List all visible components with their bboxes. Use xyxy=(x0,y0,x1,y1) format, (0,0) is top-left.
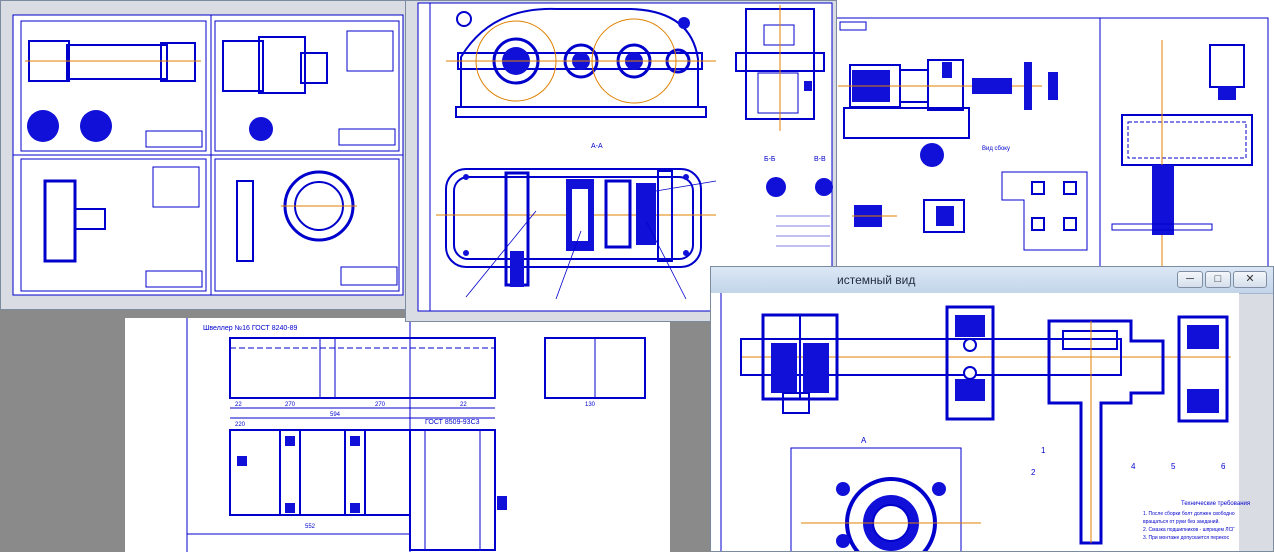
maximize-icon: □ xyxy=(1214,273,1222,285)
dim-label: 130 xyxy=(585,402,596,408)
sheets-overview-window[interactable] xyxy=(0,0,412,310)
tech-req-line: вращаться от руки без заеданий. xyxy=(1143,518,1220,525)
part-label: 6 xyxy=(1221,462,1226,471)
part-label: 1 xyxy=(1041,446,1046,455)
shaft-drawing-window[interactable]: истемный вид ─ □ ✕ 1 2 4 xyxy=(710,266,1274,552)
sheet-4[interactable] xyxy=(214,158,400,292)
shaft-drawing-canvas: 1 2 4 5 6 А Технические требования 1. По… xyxy=(711,293,1250,551)
part-label: 4 xyxy=(1131,462,1136,471)
sheet-2[interactable] xyxy=(214,20,400,152)
minimize-button[interactable]: ─ xyxy=(1177,271,1203,288)
sheet-1[interactable] xyxy=(20,20,207,152)
dim-label: 270 xyxy=(285,402,296,408)
dim-label: 220 xyxy=(235,422,246,428)
dim-label: 22 xyxy=(460,402,467,408)
view-label-bb: Б-Б xyxy=(764,156,776,163)
sheet-3[interactable] xyxy=(20,158,207,292)
frame-drawing-canvas: Швеллер №16 ГОСТ 8240-89 22 270 270 22 5… xyxy=(135,318,665,552)
dim-label: 22 xyxy=(235,402,242,408)
close-button[interactable]: ✕ xyxy=(1233,271,1267,288)
minimize-icon: ─ xyxy=(1186,273,1194,285)
part-label: 2 xyxy=(1031,468,1036,477)
close-icon: ✕ xyxy=(1245,273,1255,285)
frame-top-note: Швеллер №16 ГОСТ 8240-89 xyxy=(203,325,298,332)
dim-label: 270 xyxy=(375,402,386,408)
maximize-button[interactable]: □ xyxy=(1205,271,1231,288)
tech-req-line: 2. Смазка подшипников - шприцем ЛСГ xyxy=(1143,527,1235,533)
view-label-vv: В-В xyxy=(814,156,826,163)
frame-mid-note: ГОСТ 8509-93С3 xyxy=(425,419,480,426)
drive-drawing-window[interactable]: Вид сбоку xyxy=(832,0,1274,272)
drive-caption: Вид сбоку xyxy=(982,146,1010,152)
shaft-window-titlebar[interactable]: истемный вид ─ □ ✕ xyxy=(711,267,1273,294)
dim-label: 594 xyxy=(330,412,341,418)
tech-req-line: 3. При монтаже допускается перекос xyxy=(1143,535,1230,541)
tech-req-title: Технические требования xyxy=(1181,501,1250,507)
gearbox-drawing-canvas: А-А Б-Б В-В xyxy=(417,2,833,312)
tech-req-line: 1. После сборки болт должен свободно xyxy=(1143,511,1235,517)
part-label: 5 xyxy=(1171,462,1176,471)
drive-drawing-canvas: Вид сбоку xyxy=(832,0,1274,272)
section-label-aa: А-А xyxy=(591,143,603,150)
sheets-overview-canvas xyxy=(12,14,404,296)
dim-label: 552 xyxy=(305,524,316,530)
shaft-window-title: истемный вид xyxy=(837,273,916,287)
frame-drawing-window[interactable]: Швеллер №16 ГОСТ 8240-89 22 270 270 22 5… xyxy=(125,318,670,552)
part-label: А xyxy=(861,436,867,445)
